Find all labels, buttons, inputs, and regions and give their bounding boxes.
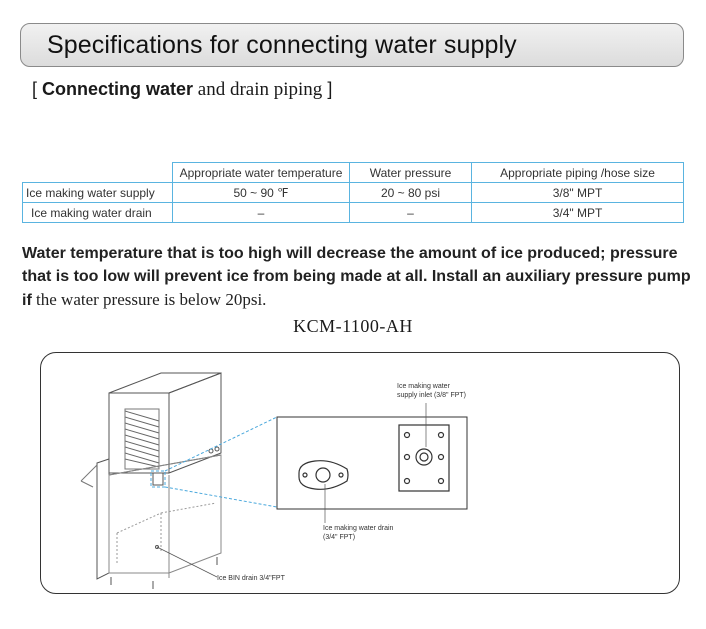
subheading: [ Connecting water and drain piping ]: [32, 79, 332, 101]
pressure-cell: 20 ~ 80 psi: [349, 182, 472, 203]
drain-label-line: (3/4" FPT): [323, 534, 356, 541]
temperature-cell: –: [172, 202, 350, 223]
column-header-temperature: Appropriate water temperature: [172, 162, 350, 183]
column-header-pressure: Water pressure: [349, 162, 472, 183]
row-label: Ice making water supply: [22, 182, 173, 203]
note-paragraph: Water temperature that is too high will …: [22, 242, 702, 312]
subheading-bold: Connecting water: [42, 79, 194, 99]
table-header-row: Appropriate water temperature Water pres…: [22, 162, 684, 183]
table-row: Ice making water supply 50 ~ 90 ℉ 20 ~ 8…: [22, 182, 684, 203]
section-title-box: Specifications for connecting water supp…: [20, 23, 684, 67]
note-text: Water temperature that is too high will …: [22, 245, 691, 309]
bracket-close: ]: [322, 79, 333, 99]
bracket-open: [: [32, 79, 43, 99]
size-cell: 3/4" MPT: [471, 202, 684, 223]
callout-lines: [150, 416, 278, 508]
note-text-serif: the water pressure is below 20psi.: [31, 290, 267, 309]
connection-diagram: Ice making water supply inlet (3/8" FPT)…: [40, 352, 680, 594]
supply-inlet-label-line: Ice making water: [397, 383, 450, 390]
supply-inlet-plate: [398, 424, 450, 492]
diagram-drawing: [80, 372, 468, 589]
table-corner: [22, 162, 173, 183]
row-label: Ice making water drain: [22, 202, 173, 223]
subheading-rest: and drain piping: [193, 79, 323, 100]
drain-label: Ice making water drain (3/4" FPT): [323, 524, 393, 542]
column-header-size: Appropriate piping /hose size: [471, 162, 684, 183]
section-title: Specifications for connecting water supp…: [47, 31, 517, 59]
temperature-cell: 50 ~ 90 ℉: [172, 182, 350, 203]
model-name: KCM-1100-AH: [293, 316, 413, 336]
drain-flange: [298, 460, 349, 490]
bin-drain-label: Ice BIN drain 3/4"FPT: [217, 575, 285, 582]
leader-lines: [156, 403, 427, 578]
size-cell: 3/8" MPT: [471, 182, 684, 203]
detail-box: [276, 416, 468, 510]
pressure-cell: –: [349, 202, 472, 223]
supply-inlet-label: Ice making water supply inlet (3/8" FPT): [397, 382, 466, 400]
spec-table: Appropriate water temperature Water pres…: [22, 162, 684, 223]
table-row: Ice making water drain – – 3/4" MPT: [22, 202, 684, 223]
drain-label-line: Ice making water drain: [323, 525, 394, 532]
supply-inlet-label-line: supply inlet (3/8" FPT): [397, 392, 467, 399]
ice-machine-illustration: [80, 372, 222, 589]
